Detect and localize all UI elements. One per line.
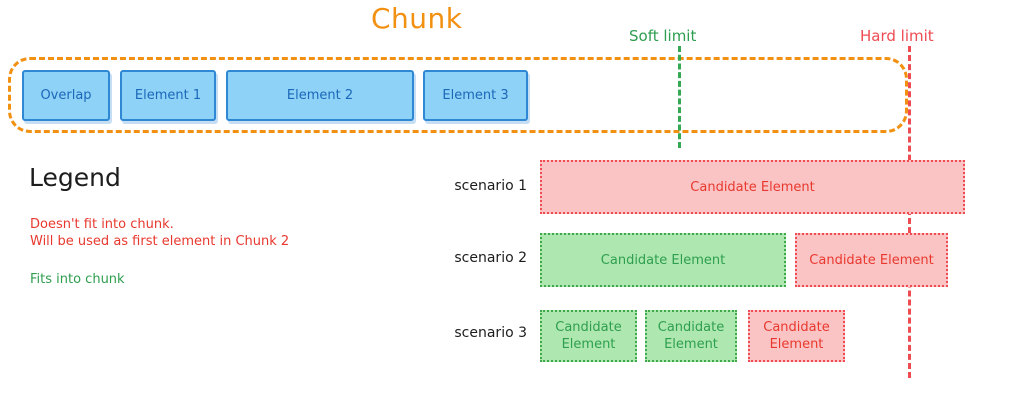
scenario-label-1: scenario 1 [454, 178, 527, 194]
chunk-element-label: Element 2 [286, 88, 354, 103]
legend-fits: Fits into chunk [30, 272, 125, 287]
chunk-element-1: Overlap [22, 70, 110, 121]
legend-doesnt-fit-line-2: Will be used as first element in Chunk 2 [30, 234, 290, 249]
scenario-label-2: scenario 2 [454, 250, 527, 266]
candidate-element-label: Candidate Element [657, 320, 725, 352]
candidate-element-label: Candidate Element [600, 252, 726, 268]
chunk-element-4: Element 3 [423, 70, 528, 121]
candidate-element-s2-2: Candidate Element [795, 233, 948, 287]
scenario-label-3: scenario 3 [454, 325, 527, 341]
soft-limit-label: Soft limit [629, 27, 697, 45]
candidate-element-s1-1: Candidate Element [540, 160, 965, 214]
candidate-element-s3-3: Candidate Element [748, 310, 845, 362]
chunk-element-label: Element 3 [442, 88, 509, 103]
chunk-container [8, 57, 908, 133]
candidate-element-label: Candidate Element [809, 252, 934, 268]
legend-title: Legend [29, 163, 121, 192]
candidate-element-label: Candidate Element [763, 320, 830, 352]
chunk-element-3: Element 2 [226, 70, 414, 121]
candidate-element-s2-1: Candidate Element [540, 233, 786, 287]
chunk-element-label: Element 1 [134, 88, 202, 103]
chunk-title: Chunk [371, 2, 463, 35]
hard-limit-label: Hard limit [860, 27, 934, 45]
candidate-element-label: Candidate Element [690, 179, 815, 195]
legend-doesnt-fit-line-1: Doesn't fit into chunk. [30, 217, 174, 232]
candidate-element-s3-1: Candidate Element [540, 310, 637, 362]
chunk-element-2: Element 1 [120, 70, 216, 121]
candidate-element-s3-2: Candidate Element [645, 310, 737, 362]
chunk-element-label: Overlap [40, 88, 92, 103]
soft-limit-line [678, 46, 681, 148]
candidate-element-label: Candidate Element [555, 320, 622, 352]
